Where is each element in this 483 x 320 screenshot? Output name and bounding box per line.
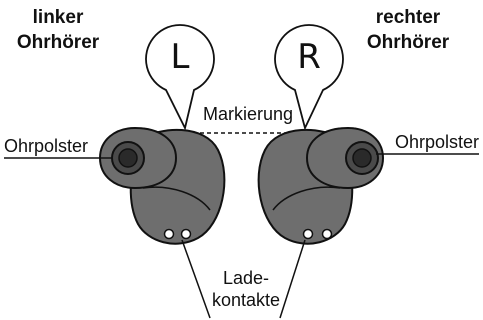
left-bubble: L xyxy=(145,24,215,131)
right-bubble-letter: R xyxy=(297,37,321,77)
left-eartip-label: Ohrpolster xyxy=(4,136,88,156)
left-charging-contact-2 xyxy=(180,228,192,240)
left-earbud-title-line1: linker xyxy=(33,7,84,28)
right-contacts-leader xyxy=(279,239,306,319)
right-earbud-title-line1: rechter xyxy=(376,7,441,28)
right-charging-contact-1 xyxy=(302,228,314,240)
marker-label: Markierung xyxy=(203,104,293,124)
left-eartip-inner xyxy=(118,148,138,168)
left-charging-contact-1 xyxy=(163,228,175,240)
right-earbud-title-line2: Ohrhörer xyxy=(367,32,450,53)
left-bubble-letter: L xyxy=(171,37,190,77)
right-earbud-contour xyxy=(272,186,341,211)
right-eartip-label: Ohrpolster xyxy=(395,132,479,152)
right-earbud xyxy=(257,126,385,245)
right-charging-contact-2 xyxy=(321,228,333,240)
right-eartip-inner xyxy=(352,148,372,168)
left-earbud-contour xyxy=(142,186,211,211)
left-bubble-shape xyxy=(145,24,215,131)
right-bubble: R xyxy=(274,24,344,131)
left-earbud-title-line2: Ohrhörer xyxy=(17,32,100,53)
contacts-label-line2: kontakte xyxy=(212,290,280,310)
left-contacts-leader xyxy=(181,239,211,319)
contacts-label-line1: Lade- xyxy=(223,268,269,288)
right-bubble-shape xyxy=(274,24,344,131)
left-earbud xyxy=(98,126,226,245)
